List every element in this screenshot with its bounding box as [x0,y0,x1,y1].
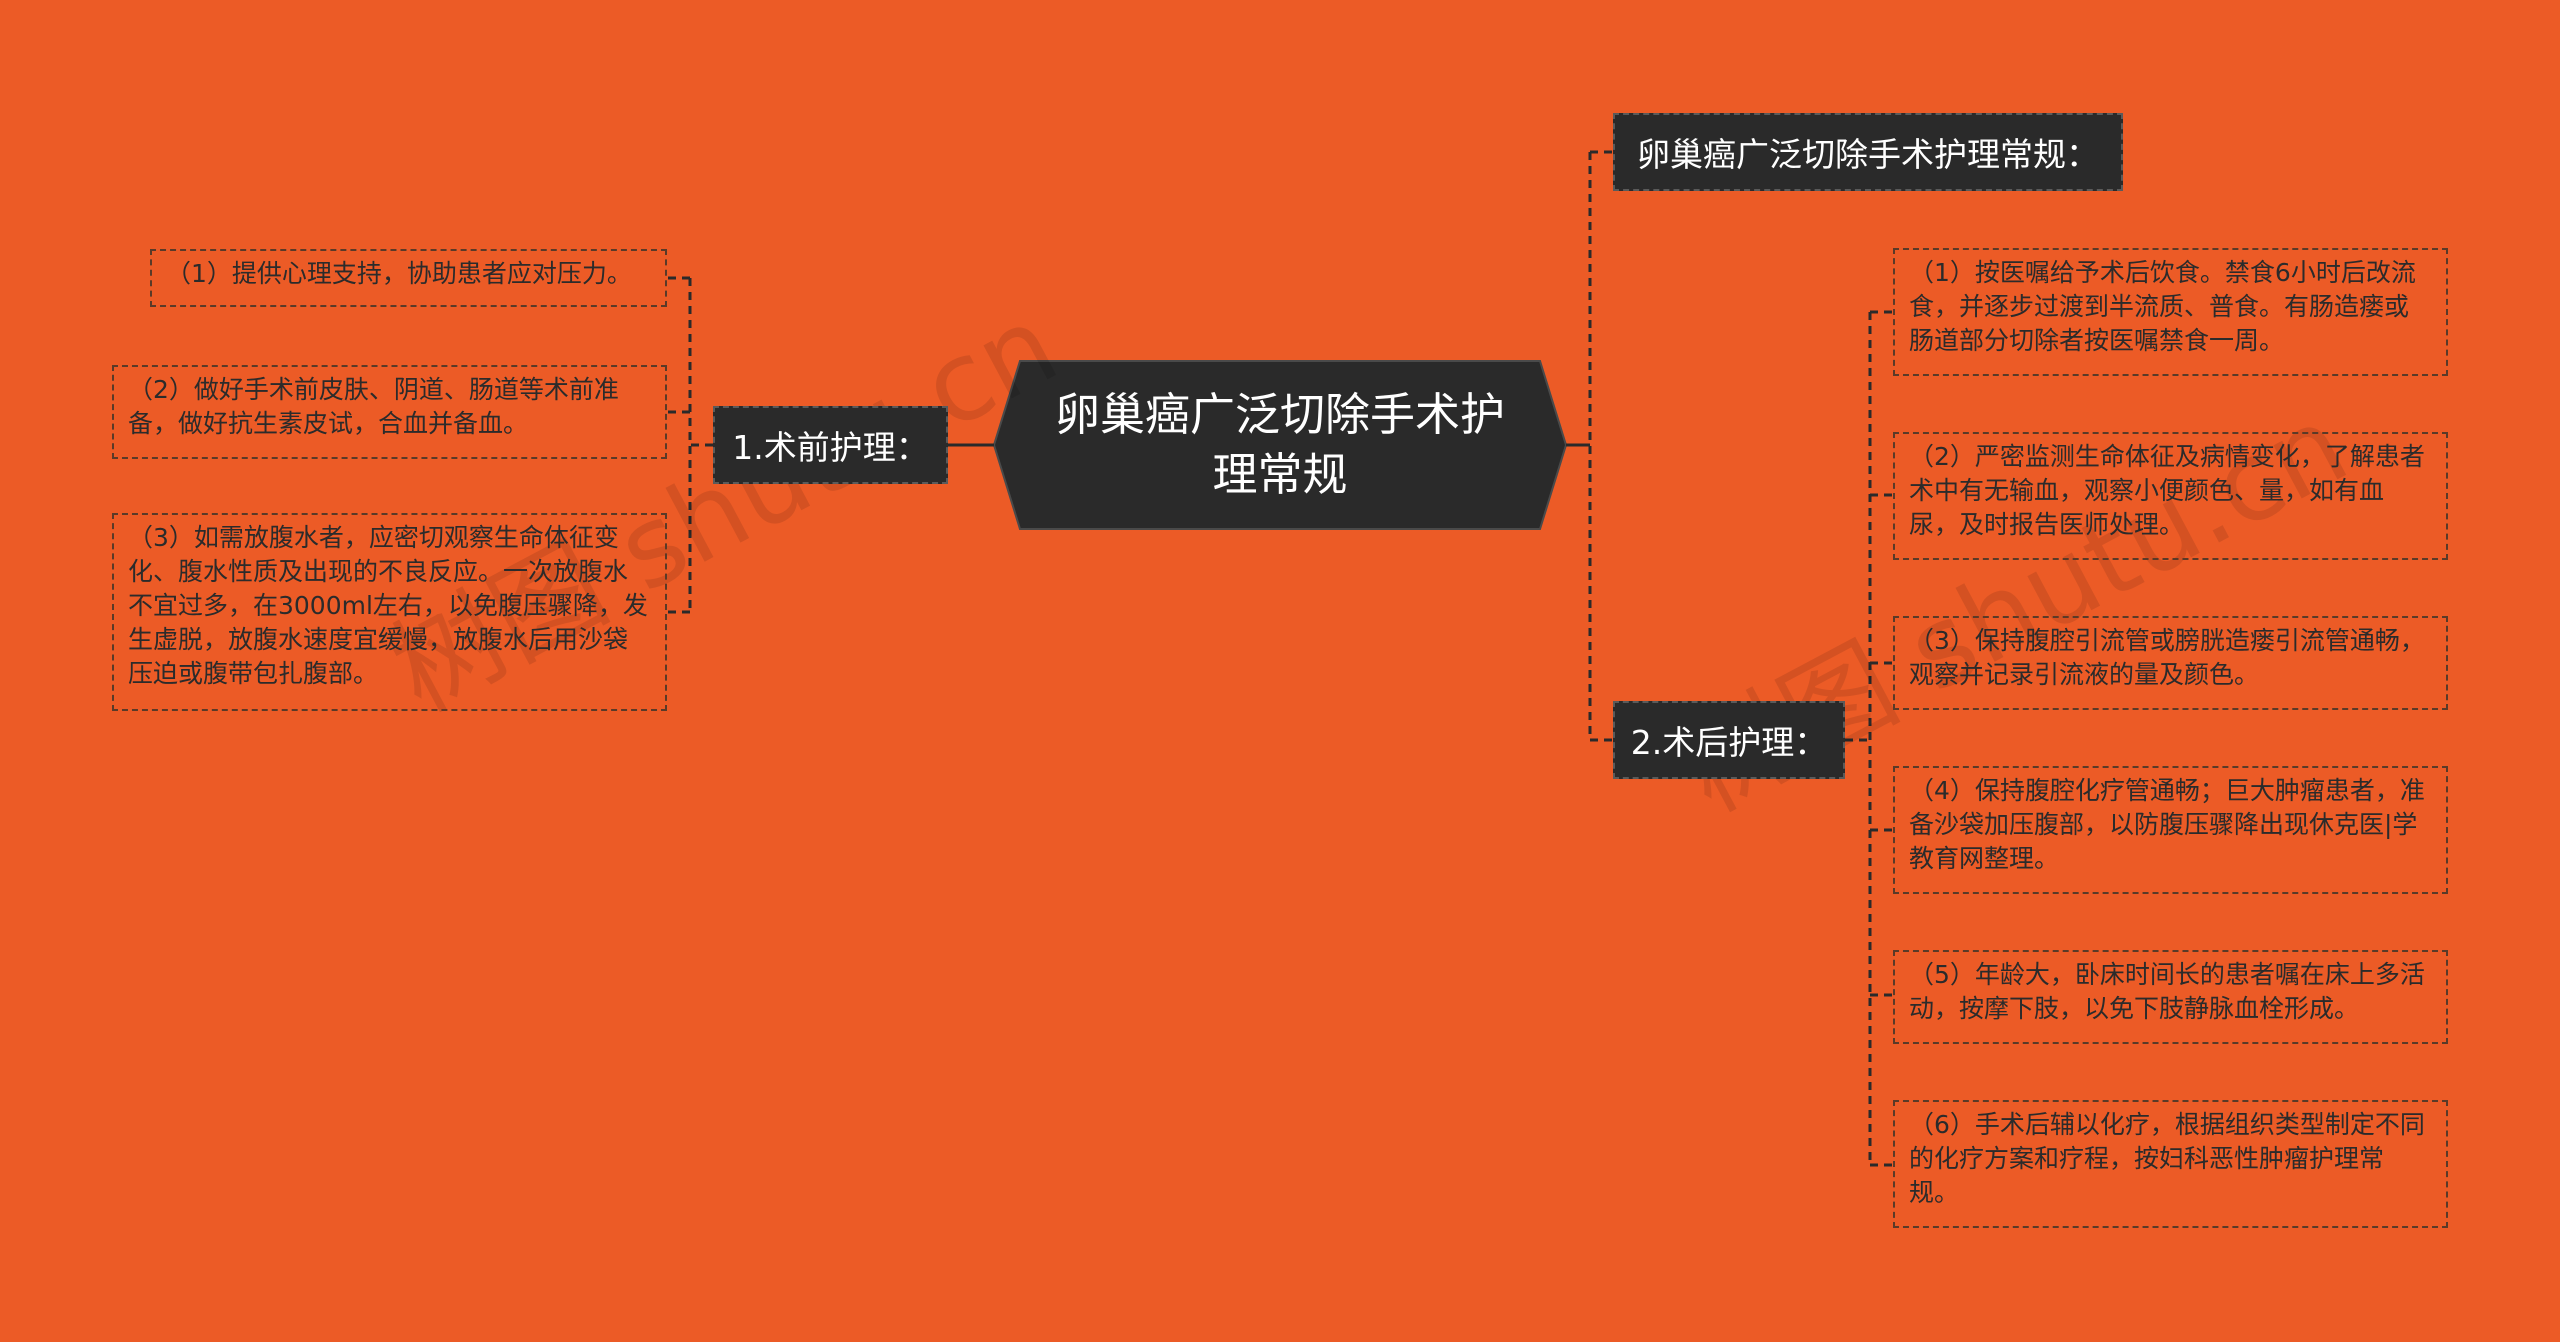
branch-pre-label: 1.术前护理： [732,428,929,467]
connector-post-bracket [1845,310,1893,1167]
branch-post-node[interactable]: 2.术后护理： [1613,701,1845,779]
pre-leaf-1[interactable]: （1）提供心理支持，协助患者应对压力。 [150,249,667,307]
post-leaf-3[interactable]: （3）保持腹腔引流管或膀胱造瘘引流管通畅，观察并记录引流液的量及颜色。 [1893,616,2448,710]
center-node[interactable]: 卵巢癌广泛切除手术护理常规 [1000,361,1560,529]
branch-top-node[interactable]: 卵巢癌广泛切除手术护理常规： [1613,113,2123,191]
branch-post-label: 2.术后护理： [1630,723,1828,762]
branch-pre-node[interactable]: 1.术前护理： [713,406,948,484]
post-leaf-4[interactable]: （4）保持腹腔化疗管通畅；巨大肿瘤患者，准备沙袋加压腹部，以防腹压骤降出现休克医… [1893,766,2448,894]
pre-leaf-3[interactable]: （3）如需放腹水者，应密切观察生命体征变化、腹水性质及出现的不良反应。一次放腹水… [112,513,667,711]
center-title: 卵巢癌广泛切除手术护理常规 [1054,388,1505,501]
pre-leaf-2[interactable]: （2）做好手术前皮肤、阴道、肠道等术前准备，做好抗生素皮试，合血并备血。 [112,365,667,459]
post-leaf-1[interactable]: （1）按医嘱给予术后饮食。禁食6小时后改流食，并逐步过渡到半流质、普食。有肠造瘘… [1893,248,2448,376]
post-leaf-5[interactable]: （5）年龄大，卧床时间长的患者嘱在床上多活动，按摩下肢，以免下肢静脉血栓形成。 [1893,950,2448,1044]
post-leaf-6[interactable]: （6）手术后辅以化疗，根据组织类型制定不同的化疗方案和疗程，按妇科恶性肿瘤护理常… [1893,1100,2448,1228]
post-leaf-2[interactable]: （2）严密监测生命体征及病情变化，了解患者术中有无输血，观察小便颜色、量，如有血… [1893,432,2448,560]
branch-top-label: 卵巢癌广泛切除手术护理常规： [1637,135,2099,174]
